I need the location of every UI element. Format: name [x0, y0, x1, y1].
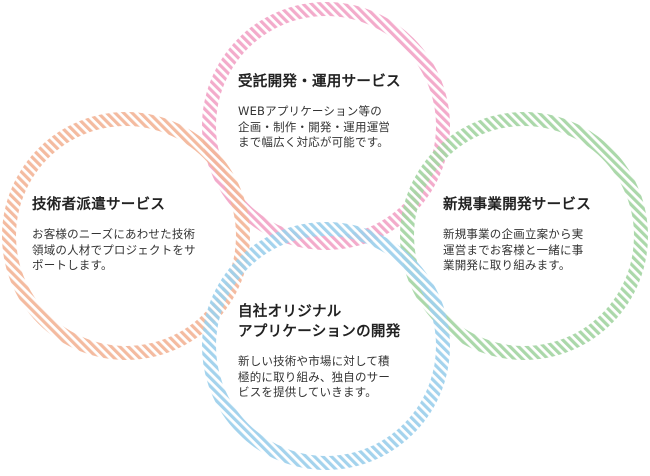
service-engineer-description: お客様のニーズにあわせた技術 領域の人材でプロジェクトをサ ポートします。 — [32, 227, 242, 274]
desc-line: ビスを提供していきます。 — [238, 385, 377, 399]
service-new-business: 新規事業開発サービス 新規事業の企画立案から実 運営までお客様と一緒に事 業開発… — [443, 195, 638, 274]
ring-blue — [202, 222, 450, 470]
service-contract-title: 受託開発・運用サービス — [238, 74, 401, 90]
service-original-app: 自社オリジナル アプリケーションの開発 新しい技術や市場に対して積 極的に取り組… — [238, 302, 428, 401]
desc-line: 極的に取り組み、独自のサー — [238, 369, 391, 384]
desc-line: 業開発に取り組みます。 — [443, 258, 571, 272]
desc-line: 新しい技術や市場に対して積 — [238, 354, 390, 368]
service-engineer: 技術者派遣サービス お客様のニーズにあわせた技術 領域の人材でプロジェクトをサ … — [32, 195, 242, 274]
ring-orange — [2, 112, 250, 360]
desc-line: ポートします。 — [32, 258, 113, 272]
service-engineer-title: 技術者派遣サービス — [32, 197, 166, 213]
service-contract-description: WEBアプリケーション等の 企画・制作・開発・運用運営 まで幅広く対応が可能です… — [238, 104, 428, 151]
desc-line: お客様のニーズにあわせた技術 — [32, 227, 196, 241]
desc-line: 運営までお客様と一緒に事 — [443, 242, 584, 257]
desc-line: まで幅広く対応が可能です。 — [238, 135, 389, 149]
desc-line: 領域の人材でプロジェクトをサ — [32, 242, 196, 257]
title-line: 自社オリジナル — [238, 304, 342, 320]
title-line: アプリケーションの開発 — [238, 324, 401, 340]
service-new-business-description: 新規事業の企画立案から実 運営までお客様と一緒に事 業開発に取り組みます。 — [443, 227, 638, 274]
desc-line: 企画・制作・開発・運用運営 — [238, 119, 391, 134]
service-original-app-description: 新しい技術や市場に対して積 極的に取り組み、独自のサー ビスを提供していきます。 — [238, 354, 428, 401]
service-original-app-title: 自社オリジナル アプリケーションの開発 — [238, 302, 428, 342]
service-new-business-title: 新規事業開発サービス — [443, 197, 591, 213]
ring-green — [400, 112, 648, 360]
desc-line: WEBアプリケーション等の — [238, 104, 382, 118]
desc-line: 新規事業の企画立案から実 — [443, 227, 584, 241]
service-contract: 受託開発・運用サービス WEBアプリケーション等の 企画・制作・開発・運用運営 … — [238, 72, 428, 151]
ring-pink — [202, 2, 450, 250]
